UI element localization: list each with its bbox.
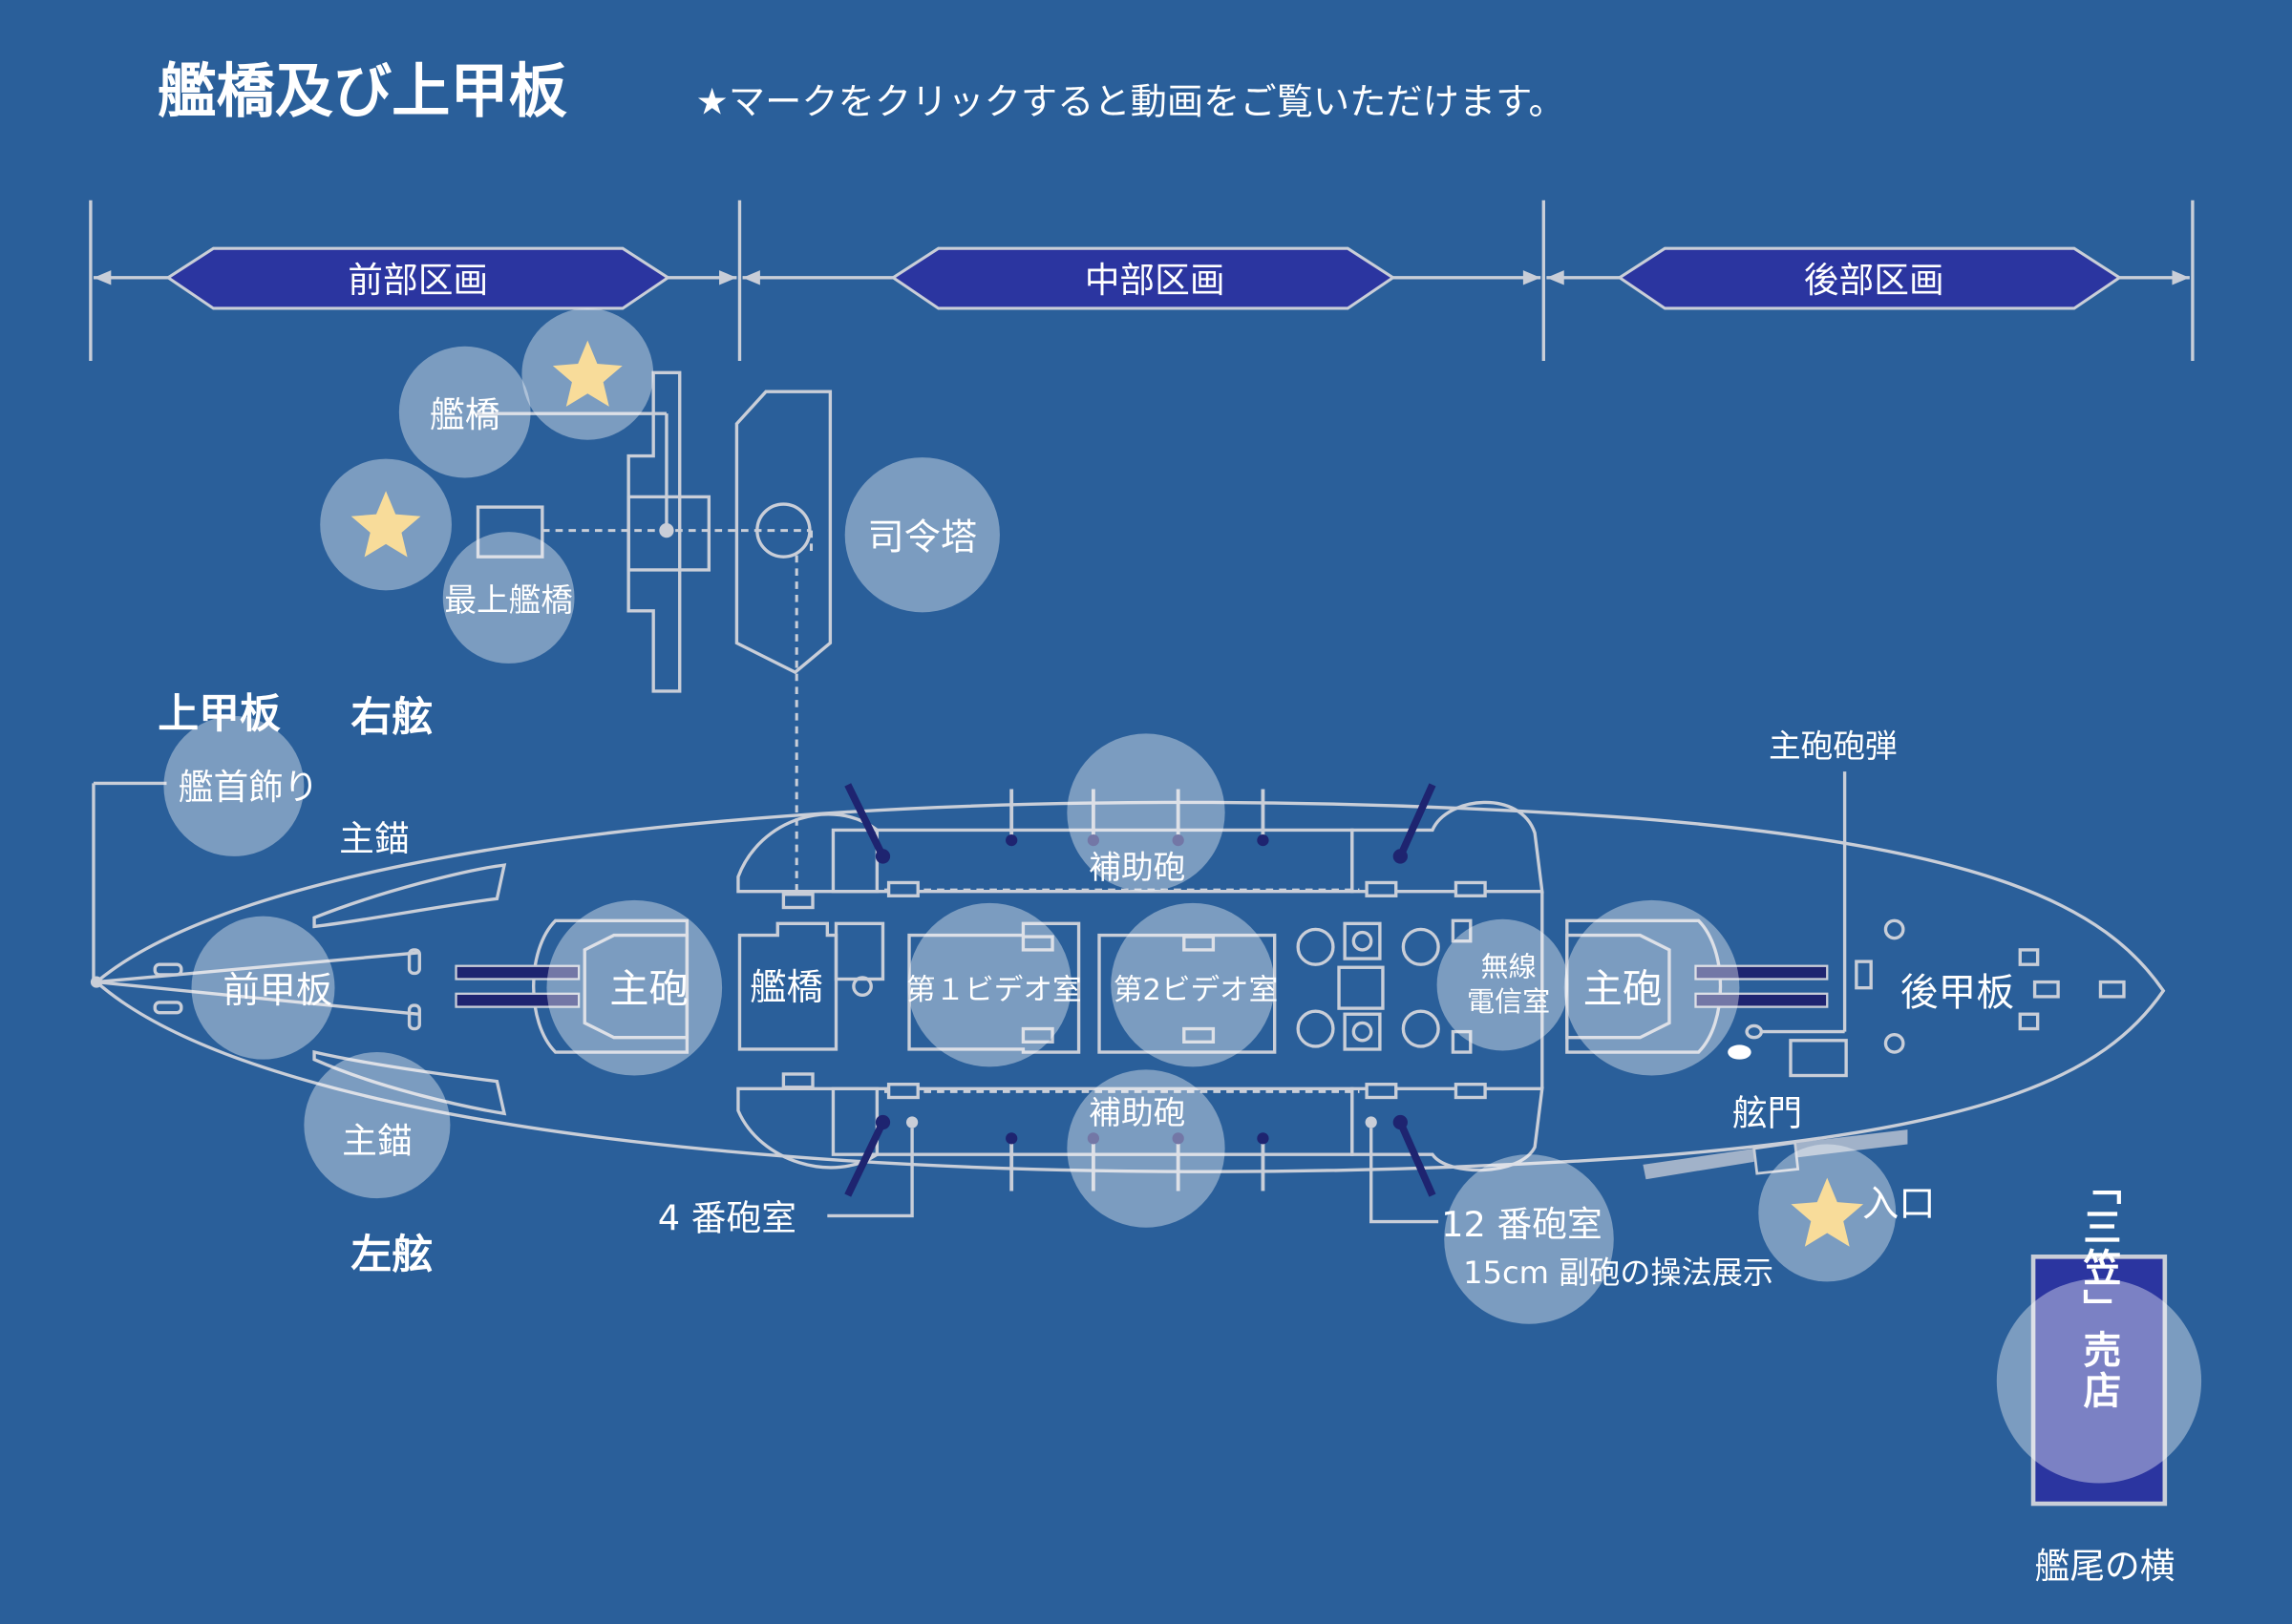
shop-panel[interactable]: 「三笠」売店 [1996,1166,2202,1507]
label-video-room-2: 第2ビデオ室 [1114,974,1279,1007]
star-icon [350,491,421,558]
label-casemate-12: 12 番砲室 [1441,1204,1602,1245]
bubble-conning-tower[interactable]: 司令塔 [844,457,1000,613]
section-banner-aft[interactable]: 後部区画 [1617,246,2123,310]
label-fore-deck: 前甲板 [223,969,332,1012]
bubble-video-room-1[interactable]: 第１ビデオ室 [906,902,1082,1067]
label-port: 左舷 [350,1232,433,1279]
bubble-main-gun-aft[interactable]: 主砲 [1563,899,1740,1076]
label-anchor-bottom: 主錨 [342,1121,412,1162]
bubble-top-bridge[interactable]: 最上艦橋 [442,532,575,664]
label-aft-deck: 後甲板 [1900,971,2014,1015]
bubble-star-top-bridge[interactable] [320,458,452,591]
label-casemate-4: 4 番砲室 [658,1198,796,1239]
bubble-star-bridge[interactable] [521,307,654,440]
page-title: 艦橋及び上甲板 [158,57,567,125]
bubble-secondary-gun-bottom[interactable]: 補助砲 [1067,1069,1225,1228]
label-top-bridge: 最上艦橋 [444,581,573,619]
label-main-gun-fore: 主砲 [609,966,689,1012]
star-icon [552,340,623,407]
bridge-structure-drawing [476,370,833,892]
label-deck-bridge: 艦橋 [750,966,823,1009]
bubble-bridge[interactable]: 艦橋 [398,346,531,478]
section-banner-mid[interactable]: 中部区画 [890,246,1396,310]
shop-label: 「三笠」売店 [2077,1166,2121,1411]
label-secondary-gun-bottom: 補助砲 [1089,1094,1185,1131]
label-upper-deck: 上甲板 [158,690,281,738]
label-radio-room-1: 無線 [1481,950,1537,982]
bubble-casemate-12[interactable]: 12 番砲室 [1441,1154,1614,1324]
section-label-mid: 中部区画 [1085,260,1225,301]
bubble-main-gun-fore[interactable]: 主砲 [546,899,723,1076]
bubble-bow-ornament[interactable]: 艦首飾り [163,715,319,856]
section-banner-fore[interactable]: 前部区画 [165,246,671,310]
label-conning-tower: 司令塔 [867,517,977,559]
label-main-gun-aft: 主砲 [1583,966,1663,1012]
star-icon [1791,1177,1864,1247]
section-label-aft: 後部区画 [1804,260,1944,301]
label-bridge: 艦橋 [430,394,499,435]
label-shell: 主砲砲弾 [1769,728,1898,765]
label-video-room-1: 第１ビデオ室 [906,974,1082,1007]
label-bow-ornament: 艦首飾り [179,767,319,808]
label-radio-room-2: 電信室 [1467,985,1550,1018]
label-casemate-12-sub: 15cm 副砲の操法展示 [1463,1255,1773,1291]
label-starboard: 右舷 [350,693,433,741]
label-anchor-top: 主錨 [339,818,409,859]
bubble-secondary-gun-top[interactable]: 補助砲 [1067,733,1225,892]
section-label-fore: 前部区画 [348,260,488,301]
ship-hull-drawing [90,771,2166,1224]
bubble-fore-deck[interactable]: 前甲板 [191,916,335,1060]
shop-location: 艦尾の横 [2035,1546,2175,1587]
label-entrance: 入口 [1862,1182,1935,1225]
bubble-radio-room[interactable]: 無線 電信室 [1436,918,1569,1051]
label-gangway: 舷門 [1732,1093,1802,1134]
bubble-star-entrance[interactable]: 入口 [1758,1144,1935,1282]
bubble-video-room-2[interactable]: 第2ビデオ室 [1111,902,1279,1067]
instruction-text: ★マークをクリックすると動画をご覧いただけます。 [696,80,1565,123]
bubble-anchor-bottom[interactable]: 主錨 [304,1052,451,1199]
label-secondary-gun-top: 補助砲 [1089,849,1185,886]
